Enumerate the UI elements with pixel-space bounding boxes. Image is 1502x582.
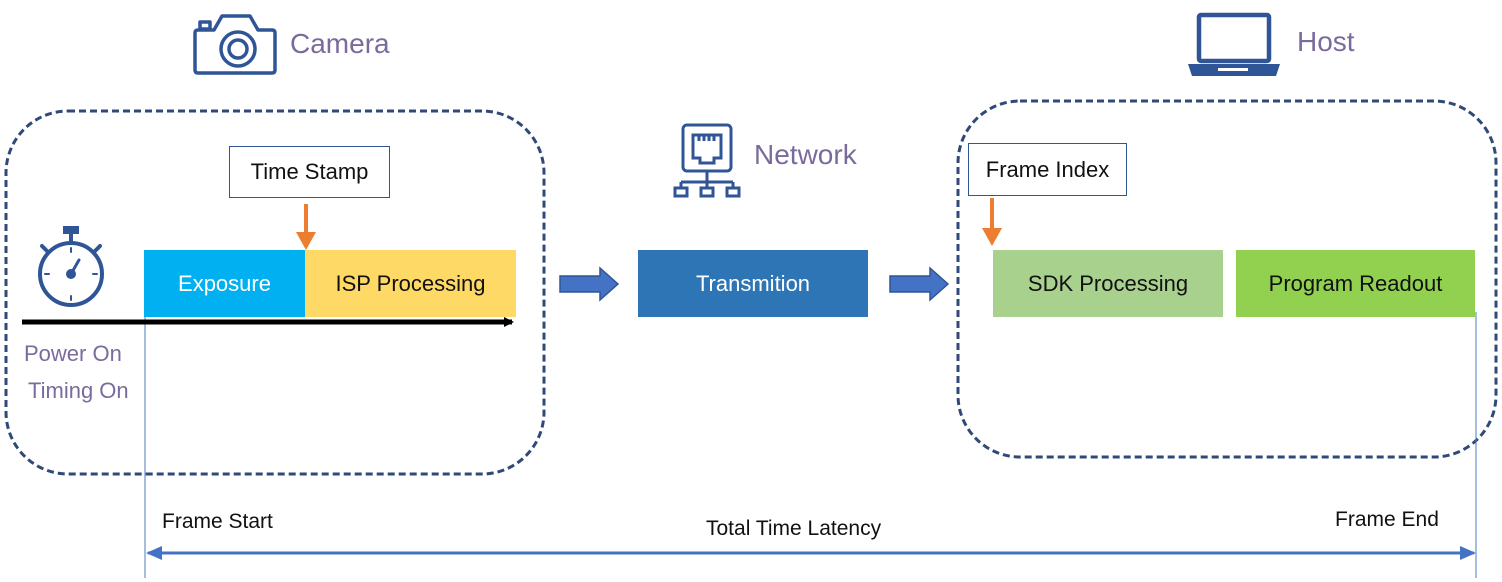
flow-arrow-network-to-host (889, 266, 950, 302)
camera-group-box (4, 109, 546, 476)
isp-processing-stage: ISP Processing (305, 250, 516, 317)
time-stamp-pointer-arrow (296, 204, 316, 250)
flow-arrow-camera-to-network (559, 266, 620, 302)
frame-index-callout-label: Frame Index (985, 156, 1110, 182)
isp-processing-stage-label: ISP Processing (335, 270, 486, 296)
frame-index-callout: Frame Index (968, 143, 1127, 196)
ethernet-port-icon (673, 123, 741, 198)
frame-start-label: Frame Start (162, 510, 273, 533)
power-on-label: Power On (24, 341, 122, 366)
stopwatch-icon (38, 226, 104, 307)
frame-end-label: Frame End (1335, 508, 1439, 531)
timing-on-label: Timing On (28, 378, 129, 403)
transmission-stage-label: Transmition (695, 270, 811, 296)
host-group-box (956, 99, 1498, 459)
network-group-label: Network (754, 139, 857, 170)
transmission-stage: Transmition (638, 250, 868, 317)
total-latency-label: Total Time Latency (706, 517, 882, 540)
camera-icon (193, 14, 277, 75)
sdk-processing-stage-label: SDK Processing (1027, 270, 1189, 296)
time-stamp-callout-label: Time Stamp (250, 159, 369, 184)
frame-index-pointer-arrow (982, 198, 1002, 246)
program-readout-stage-label: Program Readout (1268, 270, 1443, 296)
time-stamp-callout: Time Stamp (229, 146, 390, 198)
exposure-stage: Exposure (144, 250, 305, 317)
exposure-stage-label: Exposure (178, 270, 271, 296)
sdk-processing-stage: SDK Processing (993, 250, 1223, 317)
host-group-label: Host (1297, 26, 1355, 57)
program-readout-stage: Program Readout (1236, 250, 1475, 317)
laptop-icon (1188, 12, 1280, 76)
camera-group-label: Camera (290, 28, 390, 59)
